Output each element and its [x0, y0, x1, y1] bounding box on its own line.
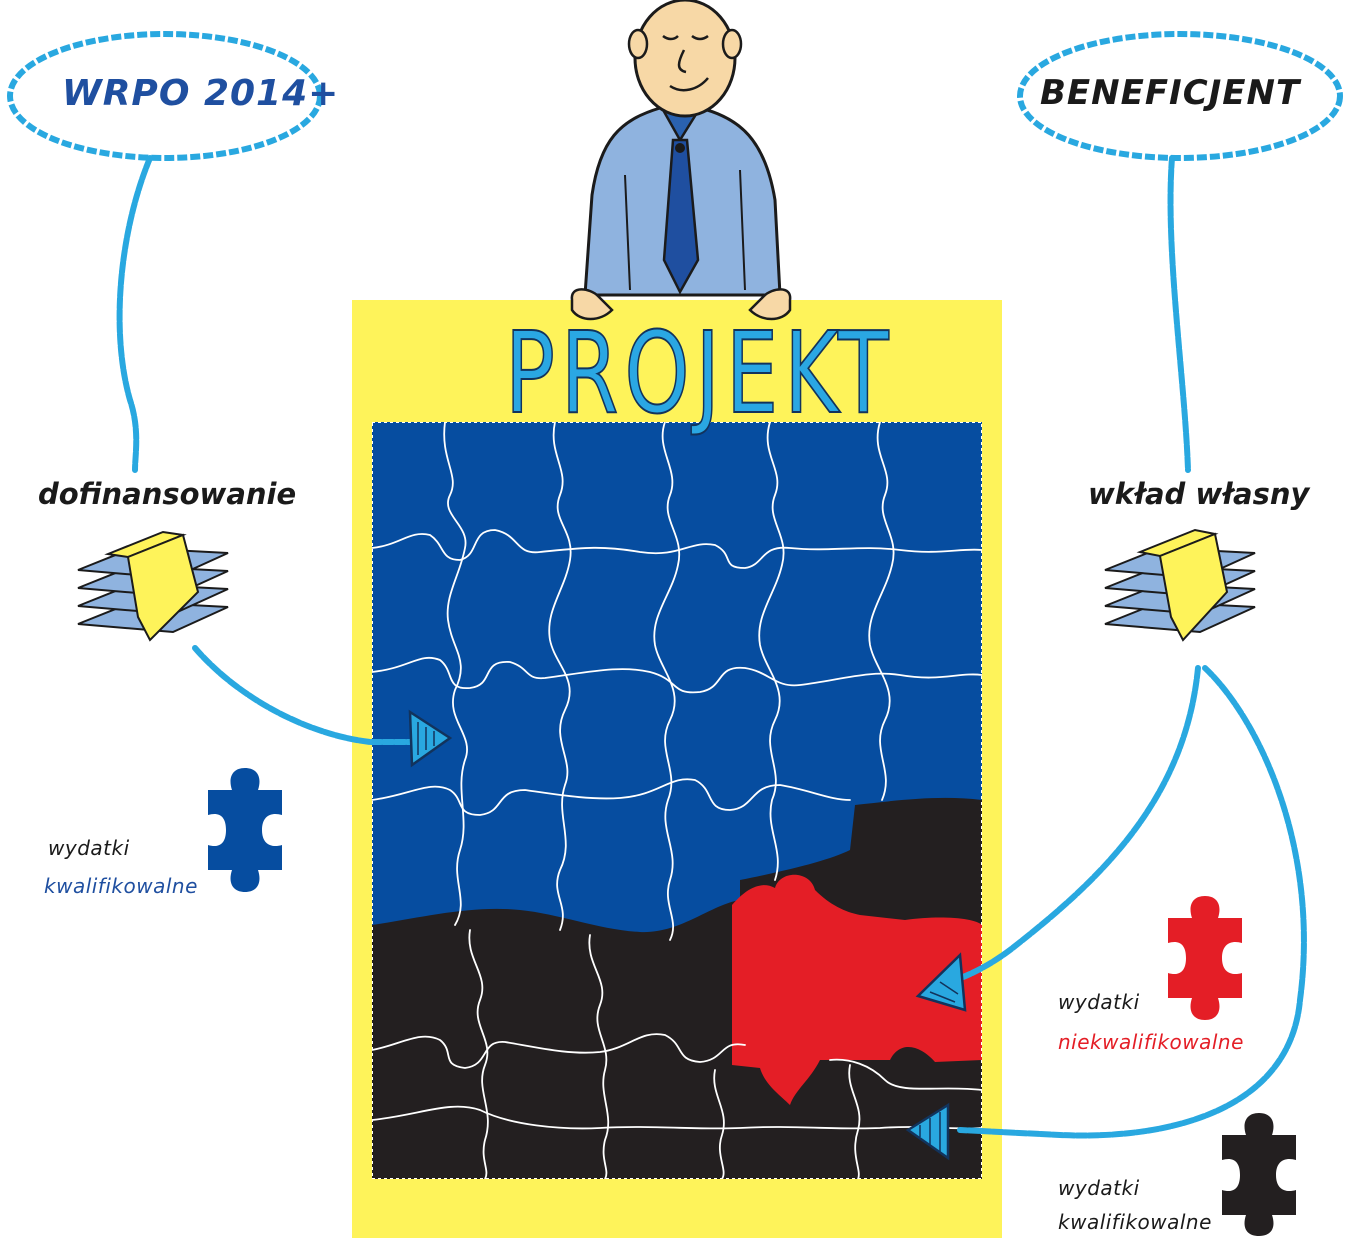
project-title: PROJEKT	[504, 309, 895, 439]
legend-black-line2: kwalifikowalne	[1058, 1210, 1212, 1234]
funding-right-label: wkład własny	[1088, 477, 1310, 511]
bubble-left-label: WRPO 2014+	[62, 73, 340, 114]
connector-lines	[116, 155, 1307, 1139]
puzzle-grid	[372, 422, 982, 1179]
black-region	[372, 797, 982, 1179]
funding-left-label: dofinansowanie	[38, 477, 297, 511]
legend-blue-line2: kwalifikowalne	[44, 874, 198, 898]
puzzle-piece-icon	[1222, 1113, 1296, 1236]
person-icon	[570, 0, 792, 321]
legend-blue-line1: wydatki	[48, 836, 130, 860]
legend-black-line1: wydatki	[1058, 1176, 1140, 1200]
bubble-right-shape	[1017, 31, 1343, 161]
legend-red-line1: wydatki	[1058, 990, 1140, 1014]
bubble-right-label: BENEFICJENT	[1040, 73, 1301, 113]
puzzle-piece-icon	[208, 768, 282, 892]
arrow-icon	[915, 952, 967, 1012]
arrow-icon	[905, 1102, 950, 1161]
money-stack-icon	[1104, 528, 1256, 642]
puzzle-piece-icon	[1168, 896, 1242, 1020]
bubble-left-shape	[7, 31, 323, 161]
arrow-icon	[408, 709, 453, 768]
red-region	[732, 874, 982, 1105]
money-stack-icon	[77, 530, 229, 642]
legend-red-line2: niekwalifikowalne	[1058, 1030, 1244, 1054]
